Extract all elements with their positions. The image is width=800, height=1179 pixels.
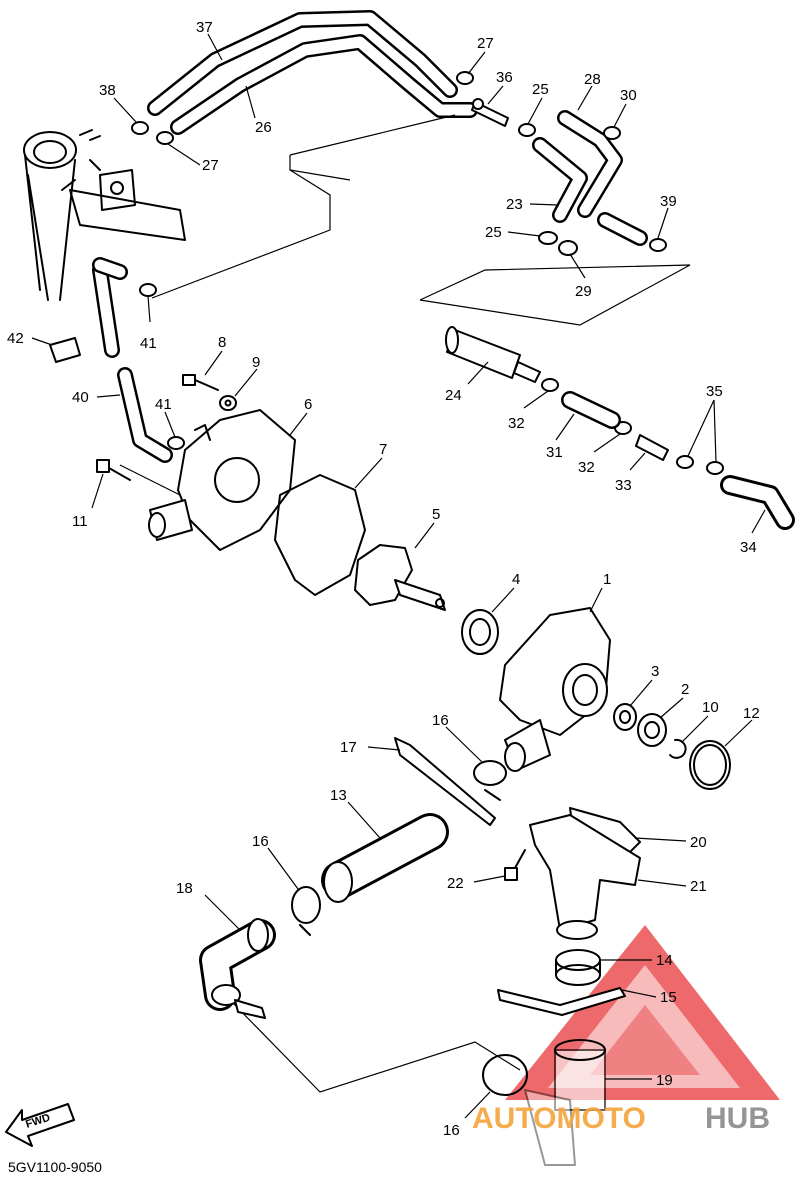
callout-17: 17 bbox=[340, 739, 357, 756]
hose-34 bbox=[720, 475, 795, 530]
callout-25-lower: 25 bbox=[485, 224, 502, 241]
bolt-11 bbox=[96, 459, 131, 481]
hose-37 bbox=[147, 10, 458, 116]
callout-25-upper: 25 bbox=[532, 81, 549, 98]
callout-7: 7 bbox=[379, 441, 387, 458]
fwd-arrow-icon: FWD bbox=[5, 1103, 75, 1147]
callout-14: 14 bbox=[656, 952, 673, 969]
hose-clamps bbox=[131, 71, 724, 475]
frame-section bbox=[23, 129, 186, 301]
callout-34: 34 bbox=[740, 539, 757, 556]
callout-27-lower: 27 bbox=[202, 157, 219, 174]
callout-38: 38 bbox=[99, 82, 116, 99]
washer-9 bbox=[219, 395, 237, 411]
callout-28: 28 bbox=[584, 71, 601, 88]
circlip-10 bbox=[669, 738, 687, 759]
bolt-22 bbox=[504, 849, 526, 881]
callout-30: 30 bbox=[620, 87, 637, 104]
callout-23: 23 bbox=[506, 196, 523, 213]
hose-28 bbox=[557, 110, 623, 218]
callout-16-upper: 16 bbox=[432, 712, 449, 729]
callout-19: 19 bbox=[656, 1072, 673, 1089]
bracket-17 bbox=[394, 737, 496, 826]
callout-42: 42 bbox=[7, 330, 24, 347]
callout-21: 21 bbox=[690, 878, 707, 895]
clamp-14 bbox=[555, 949, 601, 986]
pump-cover-6 bbox=[148, 409, 296, 551]
callout-13: 13 bbox=[330, 787, 347, 804]
callout-37: 37 bbox=[196, 19, 213, 36]
hose-23 bbox=[532, 137, 588, 223]
watermark-text: AUTOMOTO HUB bbox=[472, 1102, 770, 1135]
callout-29: 29 bbox=[575, 283, 592, 300]
callout-32-right: 32 bbox=[578, 459, 595, 476]
fitting-36 bbox=[471, 98, 509, 127]
callout-41-lower: 41 bbox=[155, 396, 172, 413]
o-ring-12 bbox=[689, 740, 731, 790]
clamp-16-upper bbox=[473, 760, 507, 801]
pump-housing-1 bbox=[499, 607, 611, 772]
callout-39: 39 bbox=[660, 193, 677, 210]
callout-36: 36 bbox=[496, 69, 513, 86]
callout-35: 35 bbox=[706, 383, 723, 400]
callout-10: 10 bbox=[702, 699, 719, 716]
hose-40 bbox=[92, 257, 173, 463]
gasket-7 bbox=[274, 474, 366, 596]
watermark-logo bbox=[505, 925, 780, 1100]
callout-9: 9 bbox=[252, 354, 260, 371]
bracket-15 bbox=[497, 987, 626, 1016]
callout-1: 1 bbox=[603, 571, 611, 588]
clamp-16-middle bbox=[291, 886, 321, 936]
callout-16-middle: 16 bbox=[252, 833, 269, 850]
callout-41-upper: 41 bbox=[140, 335, 157, 352]
callout-26: 26 bbox=[255, 119, 272, 136]
callout-6: 6 bbox=[304, 396, 312, 413]
fitting-33 bbox=[635, 434, 669, 461]
callout-27-upper: 27 bbox=[477, 35, 494, 52]
watermark-brand-part1: AUTOMOTO bbox=[472, 1102, 646, 1135]
clamp-16-lower bbox=[482, 1054, 576, 1166]
diagram-part-code: 5GV1100-9050 bbox=[8, 1159, 102, 1175]
callout-16-lower: 16 bbox=[443, 1122, 460, 1139]
callout-2: 2 bbox=[681, 681, 689, 698]
callout-12: 12 bbox=[743, 705, 760, 722]
callout-32-left: 32 bbox=[508, 415, 525, 432]
bearing-3 bbox=[613, 703, 637, 731]
impeller-5 bbox=[354, 544, 446, 611]
callout-15: 15 bbox=[660, 989, 677, 1006]
callout-5: 5 bbox=[432, 506, 440, 523]
hose-26 bbox=[170, 34, 478, 135]
callout-24: 24 bbox=[445, 387, 462, 404]
hose-39-stub bbox=[597, 212, 648, 246]
seal-4 bbox=[461, 609, 499, 655]
callout-33: 33 bbox=[615, 477, 632, 494]
callout-40: 40 bbox=[72, 389, 89, 406]
callout-20: 20 bbox=[690, 834, 707, 851]
bolt-8 bbox=[182, 374, 219, 391]
watermark-brand-part2: HUB bbox=[705, 1102, 770, 1135]
elbow-18 bbox=[199, 918, 276, 1019]
seal-2 bbox=[637, 713, 667, 747]
hose-19 bbox=[554, 1039, 606, 1111]
hose-31 bbox=[561, 391, 621, 429]
callout-31: 31 bbox=[546, 444, 563, 461]
callout-3: 3 bbox=[651, 663, 659, 680]
hose-13 bbox=[321, 813, 449, 903]
pipe-24 bbox=[445, 326, 541, 383]
callout-22: 22 bbox=[447, 875, 464, 892]
callout-11: 11 bbox=[72, 513, 88, 530]
clip-42 bbox=[49, 337, 81, 363]
callout-18: 18 bbox=[176, 880, 193, 897]
callout-4: 4 bbox=[512, 571, 520, 588]
outlet-21 bbox=[529, 814, 641, 940]
assembly-guide-lines bbox=[119, 114, 691, 1093]
callout-8: 8 bbox=[218, 334, 226, 351]
callout-labels: 1 2 3 4 5 6 7 8 9 10 11 12 13 14 15 16 1… bbox=[7, 19, 766, 1139]
